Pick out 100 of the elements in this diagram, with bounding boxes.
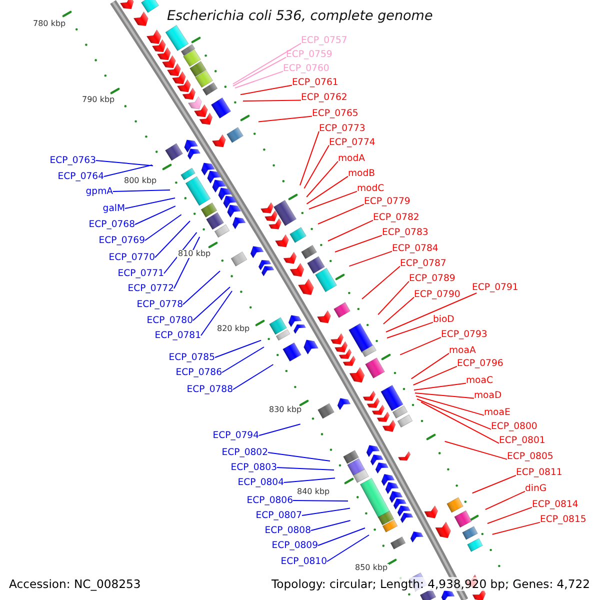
leader-line	[472, 474, 516, 494]
leader-line	[300, 130, 320, 186]
gene-label: modC	[357, 183, 384, 194]
scale-label: 810 kbp	[177, 250, 212, 258]
leader-line	[420, 402, 500, 444]
gene-label: ECP_0791	[472, 282, 518, 293]
gene-label: ECP_0815	[540, 514, 586, 525]
gene-label: ECP_0761	[292, 77, 338, 88]
gene-label: ECP_0769	[98, 235, 145, 246]
gene-label: ECP_0785	[168, 352, 215, 363]
gene-label: ECP_0771	[118, 268, 164, 279]
scale-label: 820 kbp	[216, 325, 251, 333]
gene-label: ECP_0801	[499, 435, 546, 446]
leader-line	[232, 56, 286, 86]
leader-line	[308, 190, 358, 210]
gene-label: ECP_0808	[264, 525, 311, 536]
gene-label: ECP_0770	[108, 252, 155, 263]
leader-line	[318, 528, 366, 546]
gene-label: modA	[338, 153, 366, 164]
gene-label: ECP_0802	[222, 447, 268, 458]
leader-line	[334, 234, 382, 252]
leader-line	[382, 296, 414, 324]
leader-line	[302, 508, 350, 516]
leader-line	[134, 206, 176, 225]
gene-label: ECP_0781	[154, 330, 201, 341]
gene-label: ECP_0774	[329, 137, 376, 148]
leader-line	[414, 382, 466, 390]
leader-line	[306, 176, 348, 204]
gene-label: dinG	[525, 483, 547, 494]
leader-line	[486, 506, 532, 524]
gene-label: ECP_0789	[409, 273, 456, 284]
gene-label: ECP_0757	[301, 35, 348, 46]
leader-line	[304, 144, 330, 189]
gene-label: ECP_0773	[319, 123, 366, 134]
leader-line	[222, 346, 264, 373]
gene-label: ECP_0803	[230, 462, 277, 473]
gene-label: bioD	[433, 314, 454, 325]
gene-label: ECP_0772	[128, 283, 174, 294]
gene-label: ECP_0765	[312, 108, 358, 119]
genome-stats-text: Topology: circular; Length: 4,938,920 bp; Genes: 4,722	[272, 577, 590, 591]
leader-line	[258, 116, 312, 122]
leader-line	[410, 352, 450, 380]
leader-line	[268, 452, 330, 462]
leader-line	[174, 236, 200, 289]
scale-label: 850 kbp	[354, 564, 389, 572]
gene-label: ECP_0804	[238, 477, 284, 488]
leader-line	[414, 392, 474, 399]
leader-line	[306, 160, 338, 198]
leader-line	[492, 522, 540, 535]
leader-line	[124, 198, 176, 209]
gene-label: ECP_0782	[373, 212, 420, 223]
gene-label: ECP_0806	[246, 495, 293, 506]
gene-label: ECP_0783	[382, 227, 428, 238]
leader-line	[326, 534, 370, 562]
leader-line	[232, 364, 274, 390]
leader-line	[192, 286, 230, 321]
leader-line	[214, 340, 262, 358]
leader-line	[234, 70, 284, 88]
gene-label: ECP_0807	[256, 510, 302, 521]
gene-label: moaC	[466, 375, 493, 386]
leader-line	[412, 366, 458, 386]
leader-line	[232, 42, 302, 84]
gene-label: moaA	[449, 345, 476, 356]
leader-line	[348, 250, 392, 267]
leader-line	[310, 520, 351, 531]
gene-label: ECP_0764	[58, 171, 104, 182]
gene-label: ECP_0780	[146, 315, 193, 326]
leader-line	[154, 220, 190, 258]
leader-line	[240, 84, 292, 96]
leader-line	[386, 292, 478, 332]
gene-label: moaE	[484, 407, 510, 418]
gene-label: ECP_0778	[136, 299, 183, 310]
gene-label: ECP_0794	[212, 430, 259, 441]
gene-label: ECP_0759	[286, 49, 332, 60]
leader-line	[400, 336, 442, 356]
gene-label: ECP_0763	[50, 155, 96, 166]
diagram-title: Escherichia coli 536, complete genome	[167, 8, 433, 24]
scale-label: 800 kbp	[123, 177, 158, 185]
gene-label: ECP_0814	[532, 499, 578, 510]
accession-text: Accession: NC_008253	[9, 577, 141, 591]
leader-line	[362, 266, 400, 300]
leader-line	[386, 322, 434, 338]
gene-label: modB	[348, 168, 376, 179]
gene-label: ECP_0790	[414, 289, 460, 300]
gene-label: ECP_0760	[283, 63, 330, 74]
leader-line	[378, 280, 410, 316]
leader-line	[484, 490, 526, 510]
gene-label: gpmA	[86, 186, 113, 197]
gene-label: ECP_0800	[491, 421, 538, 432]
leader-line	[182, 270, 220, 305]
leader-line	[444, 440, 508, 460]
leader-line	[284, 478, 336, 483]
gene-label: ECP_0788	[186, 384, 233, 395]
gene-label: ECP_0784	[392, 243, 438, 254]
leader-line	[144, 214, 182, 241]
gene-label: ECP_0809	[272, 540, 318, 551]
gene-label: moaD	[474, 390, 502, 401]
scale-label: 830 kbp	[268, 406, 303, 414]
gene-label: ECP_0805	[507, 451, 554, 462]
gene-label: ECP_0810	[280, 556, 327, 567]
